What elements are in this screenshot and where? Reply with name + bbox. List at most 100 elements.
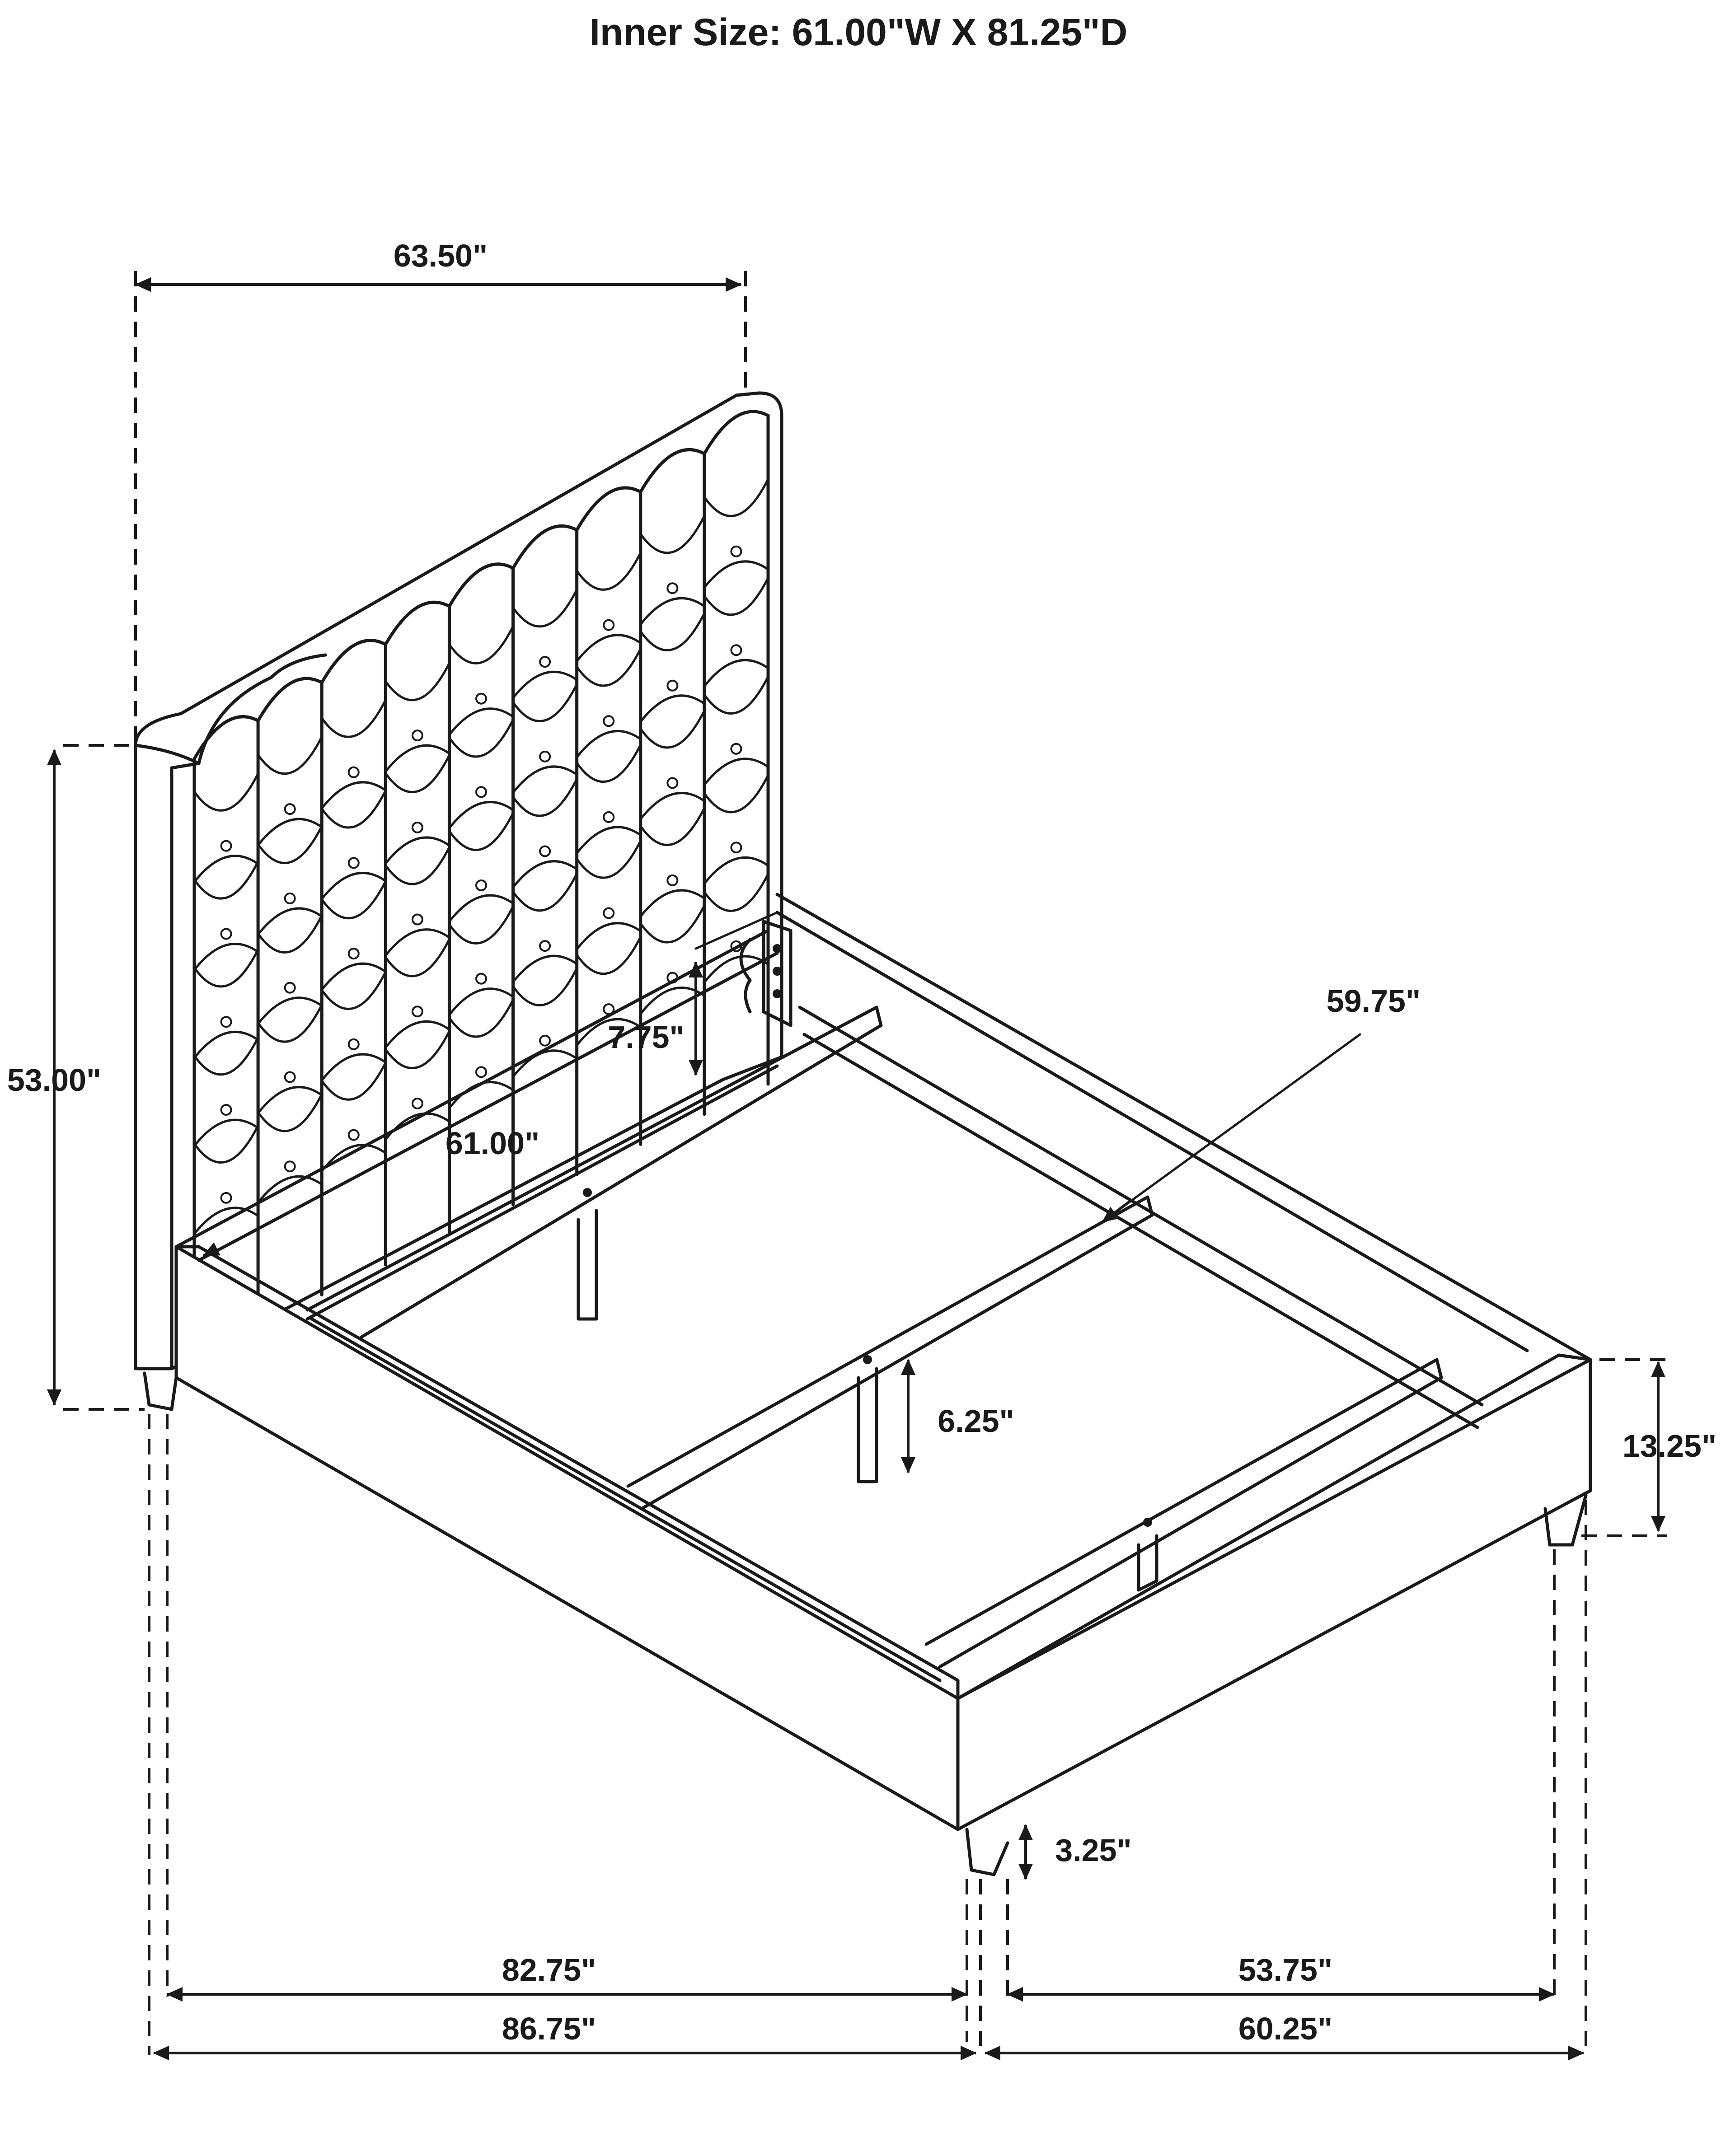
bed-frame <box>143 893 1592 1876</box>
headboard-height-label: 53.00" <box>7 1062 101 1098</box>
tuft-diamond <box>576 552 642 663</box>
inner-length-label: 82.75" <box>502 1952 596 1988</box>
tuft-diamond <box>384 662 450 773</box>
tuft-button <box>220 928 232 940</box>
tuft-button <box>539 1034 551 1047</box>
overall-width-label: 60.25" <box>1238 2011 1332 2046</box>
tuft-diamond <box>257 735 323 846</box>
tuft-button <box>347 1038 360 1050</box>
tuft-diamond <box>193 1036 259 1147</box>
tuft-button <box>411 1097 423 1109</box>
tuft-button <box>347 766 360 778</box>
tuft-diamond <box>576 647 642 758</box>
tuft-diamond <box>320 1062 387 1173</box>
headboard-cushion-top <box>703 410 770 455</box>
tuft-button <box>666 777 679 789</box>
tuft-button <box>730 644 742 656</box>
tuft-diamond <box>703 774 769 885</box>
tuft-button <box>603 811 615 823</box>
tuft-diamond <box>320 789 387 900</box>
tuft-button <box>603 619 615 631</box>
headboard-cushion-top <box>575 486 642 532</box>
tuft-diamond <box>448 718 515 829</box>
tuft-button <box>475 786 487 798</box>
inner-width-label: 61.00" <box>445 1126 539 1161</box>
headboard-cushion-top <box>511 524 579 570</box>
tuft-button <box>284 1160 296 1173</box>
tuft-button <box>284 892 296 904</box>
tuft-button <box>284 1071 296 1083</box>
tuft-button <box>475 879 487 891</box>
tuft-button <box>411 730 423 742</box>
tuft-button <box>284 982 296 994</box>
dimension-labels: 63.50" 53.00" 7.75" 61.00" 59.75" 6.25" … <box>7 238 1716 2046</box>
tuft-button <box>284 803 296 815</box>
tuft-diamond <box>320 699 387 810</box>
headboard-cushion-top <box>192 715 260 761</box>
tuft-button <box>347 857 360 869</box>
headboard-cushion-top <box>447 562 515 608</box>
tuft-diamond <box>512 967 578 1078</box>
tuft-diamond <box>257 1093 323 1204</box>
tuft-button <box>666 874 679 886</box>
tuft-diamond <box>512 683 578 794</box>
tuft-button <box>220 1016 232 1028</box>
tuft-diamond <box>639 612 706 723</box>
tuft-diamond <box>703 873 769 984</box>
slat-length-label: 59.75" <box>1327 983 1421 1019</box>
tuft-diamond <box>320 971 387 1082</box>
rail-height-label: 7.75" <box>608 1020 684 1055</box>
tuft-button <box>220 840 232 852</box>
tuft-button <box>411 1006 423 1018</box>
tuft-button <box>475 973 487 985</box>
leg-height-label: 3.25" <box>1055 1833 1131 1868</box>
tuft-diamond <box>448 812 515 923</box>
tuft-diamond <box>257 825 323 936</box>
tuft-button <box>347 948 360 960</box>
tuft-diamond <box>703 675 769 786</box>
headboard-cushion-top <box>384 600 451 646</box>
tuft-diamond <box>703 576 769 687</box>
headboard-cushion-top <box>320 639 387 684</box>
tuft-button <box>475 692 487 705</box>
tuft-button <box>539 750 551 762</box>
tuft-diamond <box>193 772 259 884</box>
tuft-diamond <box>703 478 769 589</box>
tuft-diamond <box>257 1003 323 1114</box>
tuft-button <box>475 1066 487 1078</box>
tuft-diamond <box>384 846 450 957</box>
inner-size-title: Inner Size: 61.00"W X 81.25"D <box>590 11 1128 53</box>
tuft-diamond <box>576 839 642 950</box>
inner-width-front-label: 53.75" <box>1238 1952 1332 1988</box>
tuft-diamond <box>193 860 259 971</box>
tuft-diamond <box>384 938 450 1049</box>
tuft-button <box>730 842 742 854</box>
tuft-button <box>220 1192 232 1204</box>
tuft-button <box>220 1104 232 1116</box>
tuft-button <box>666 679 679 692</box>
headboard-tufting <box>192 410 770 1357</box>
headboard <box>134 391 783 1370</box>
tuft-diamond <box>512 588 578 699</box>
tuft-button <box>730 743 742 755</box>
tuft-button <box>603 907 615 919</box>
tuft-button <box>666 582 679 594</box>
dimension-lines <box>47 271 1667 2061</box>
tuft-diamond <box>448 905 515 1016</box>
tuft-diamond <box>257 914 323 1025</box>
tuft-button <box>347 1129 360 1141</box>
footboard-height-label: 13.25" <box>1622 1428 1716 1464</box>
tuft-diamond <box>512 872 578 983</box>
tuft-diamond <box>639 709 706 820</box>
tuft-button <box>730 545 742 557</box>
tuft-diamond <box>576 744 642 855</box>
support-leg-height-label: 6.25" <box>938 1403 1014 1439</box>
tuft-button <box>539 940 551 952</box>
headboard-cushion-top <box>256 677 324 723</box>
tuft-diamond <box>512 777 578 889</box>
tuft-diamond <box>193 948 259 1059</box>
tuft-button <box>603 715 615 727</box>
headboard-cushion-top <box>639 448 706 494</box>
